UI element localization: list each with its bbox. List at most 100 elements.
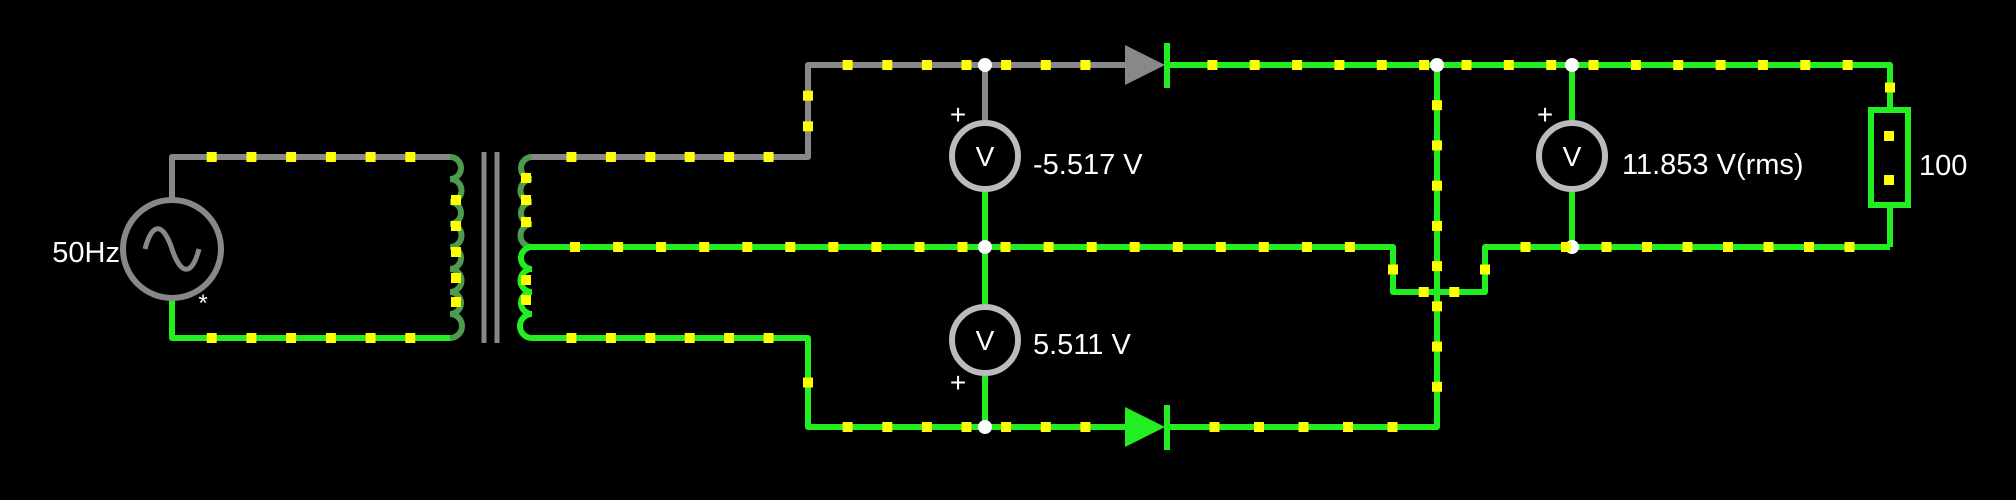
current-dot — [803, 377, 813, 388]
junction-dot — [1430, 58, 1444, 72]
source-polarity-marker: * — [198, 290, 207, 317]
current-dot — [842, 422, 853, 432]
current-dot — [1723, 242, 1733, 252]
current-dot — [1001, 60, 1012, 70]
current-dot — [1043, 242, 1054, 252]
voltmeter-2-body[interactable] — [949, 304, 1021, 376]
current-dot — [1292, 60, 1303, 70]
current-dot — [246, 152, 257, 162]
current-dot — [1432, 220, 1442, 231]
wire-center-tap[interactable] — [532, 244, 1890, 295]
diode-bottom[interactable] — [1125, 405, 1170, 450]
junction-dot — [1565, 58, 1579, 72]
current-dot — [1418, 287, 1429, 297]
current-dot — [803, 121, 813, 132]
current-dot — [405, 333, 416, 343]
current-dot — [645, 152, 656, 162]
current-dot — [699, 242, 710, 252]
current-dot — [1040, 60, 1051, 70]
current-dot — [763, 152, 774, 162]
voltmeter-2[interactable]: V + 5.511 V — [949, 304, 1132, 398]
voltmeter-3[interactable]: V + 11.853 V(rms) — [1536, 99, 1804, 192]
wires-active — [169, 62, 1893, 430]
current-dot — [206, 152, 217, 162]
current-dot — [1432, 180, 1442, 191]
current-dot — [365, 152, 376, 162]
current-dot — [570, 242, 580, 252]
current-dot — [1376, 60, 1387, 70]
wire-output-top[interactable] — [1170, 62, 1893, 110]
transformer-secondary-lower-coil — [517, 244, 533, 341]
current-dot — [684, 333, 695, 343]
current-dot — [785, 242, 796, 252]
current-dot — [656, 242, 667, 252]
current-dot — [724, 333, 735, 343]
current-dot — [1432, 261, 1442, 272]
current-dot — [1258, 242, 1269, 252]
current-dot — [1298, 422, 1309, 432]
voltmeter-3-polarity: + — [1537, 99, 1553, 130]
current-dot — [1642, 242, 1652, 252]
voltmeter-2-reading: 5.511 V — [1033, 329, 1131, 361]
current-dot — [1086, 242, 1097, 252]
current-dot — [1884, 131, 1894, 141]
ac-source[interactable]: 50Hz * — [52, 197, 224, 317]
current-dot — [605, 152, 616, 162]
diode-top-triangle — [1125, 45, 1165, 85]
voltmeter-1-symbol: V — [976, 141, 995, 172]
current-dot — [882, 422, 893, 432]
current-dot — [521, 275, 531, 285]
current-dot — [961, 422, 972, 432]
current-dot — [206, 333, 217, 343]
current-dot — [742, 242, 753, 252]
current-dot — [405, 152, 416, 162]
resistor-body[interactable] — [1868, 107, 1911, 208]
current-dot — [521, 173, 531, 183]
current-dot — [1601, 242, 1612, 252]
current-dot — [1800, 60, 1811, 70]
current-dot — [763, 333, 774, 343]
current-dot — [566, 152, 577, 162]
current-dot — [1546, 60, 1557, 70]
current-dot — [871, 242, 882, 252]
wire-primary-top[interactable] — [169, 154, 450, 200]
source-frequency-label: 50Hz — [52, 237, 120, 269]
wire-primary-bottom[interactable] — [169, 297, 450, 341]
current-dot — [1432, 341, 1442, 352]
current-dot — [451, 247, 461, 257]
current-dot — [365, 333, 376, 343]
current-dot — [521, 217, 531, 227]
junction-dot — [978, 420, 992, 434]
voltmeter-1-body[interactable] — [949, 120, 1021, 192]
current-dot — [957, 242, 968, 252]
current-dot — [961, 60, 972, 70]
voltmeter-3-body[interactable] — [1536, 120, 1608, 192]
current-dot — [828, 242, 839, 252]
current-dot — [1432, 100, 1442, 111]
current-dot — [605, 333, 616, 343]
sine-wave-icon — [142, 226, 202, 272]
current-dot — [1682, 242, 1693, 252]
current-dot — [613, 242, 624, 252]
current-dot — [1461, 60, 1472, 70]
current-dot — [451, 221, 461, 231]
diode-top[interactable] — [1125, 43, 1170, 88]
current-dot — [1129, 242, 1140, 252]
diode-bottom-triangle — [1125, 407, 1165, 447]
current-dot — [1503, 60, 1514, 70]
current-dot — [1387, 422, 1398, 432]
center-tapped-transformer[interactable] — [449, 152, 533, 343]
resistor[interactable]: 100 — [1868, 107, 1967, 208]
current-dot — [1172, 242, 1183, 252]
junctions — [978, 58, 1579, 434]
current-dot — [724, 152, 735, 162]
current-dot — [921, 422, 932, 432]
current-dot — [914, 242, 925, 252]
wire-secondary-top[interactable] — [532, 62, 1125, 160]
current-dot — [1757, 60, 1768, 70]
current-dot — [803, 90, 813, 101]
voltmeter-1[interactable]: V + -5.517 V — [949, 99, 1143, 192]
voltmeter-3-reading: 11.853 V(rms) — [1622, 149, 1804, 181]
current-dot — [1561, 242, 1571, 252]
current-dot — [1842, 60, 1853, 70]
